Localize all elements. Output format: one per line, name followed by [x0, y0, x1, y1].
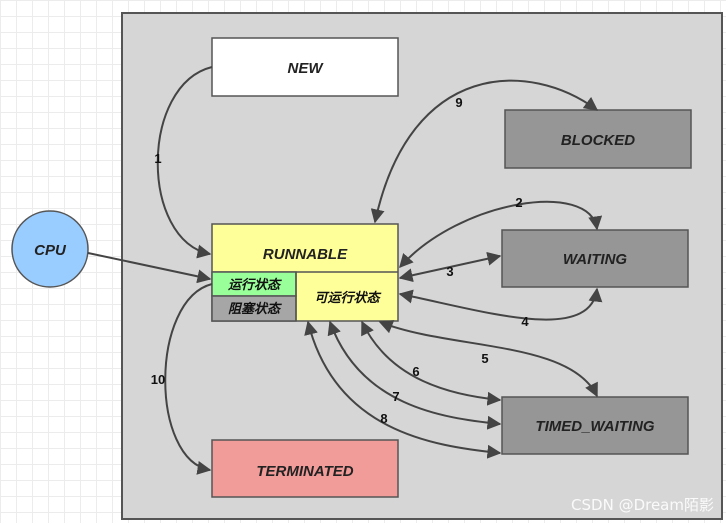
substate-ready-label: 可运行状态 [314, 290, 381, 306]
substate-ready[interactable]: 可运行状态 [295, 272, 381, 321]
edge-4-label: 4 [521, 314, 529, 329]
edge-4 [398, 287, 603, 321]
edge-1 [156, 66, 213, 259]
edge-6-label: 6 [412, 364, 419, 379]
edge-9-label: 9 [455, 95, 462, 110]
edge-9 [370, 79, 599, 224]
watermark: CSDN @Dream陌影 [571, 496, 714, 514]
state-new-label: NEW [288, 60, 325, 77]
cpu-label: CPU [34, 242, 67, 259]
substate-blocked[interactable]: 阻塞状态 [211, 295, 297, 322]
substate-running-label: 运行状态 [228, 277, 282, 293]
state-new[interactable]: NEW [211, 37, 399, 97]
substate-running[interactable]: 运行状态 [211, 271, 297, 297]
edge-8-label: 8 [380, 411, 387, 426]
edge-2-label: 2 [515, 195, 522, 210]
cpu-node[interactable]: CPU [11, 210, 89, 288]
substate-blocked-label: 阻塞状态 [228, 301, 282, 317]
state-waiting[interactable]: WAITING [501, 229, 689, 288]
edge-8 [304, 320, 502, 459]
edge-10 [164, 283, 213, 475]
state-blocked[interactable]: BLOCKED [504, 109, 692, 169]
state-runnable-label: RUNNABLE [263, 246, 348, 263]
state-blocked-label: BLOCKED [561, 132, 635, 149]
edge-5-label: 5 [481, 351, 488, 366]
state-timed-waiting[interactable]: TIMED_WAITING [501, 396, 689, 455]
edge-1-label: 1 [154, 151, 161, 166]
edge-7-label: 7 [392, 389, 399, 404]
edge-3 [398, 251, 502, 283]
state-terminated[interactable]: TERMINATED [211, 439, 399, 498]
edge-cpu-runnable [87, 252, 212, 284]
state-timed-waiting-label: TIMED_WAITING [535, 418, 654, 435]
state-waiting-label: WAITING [563, 251, 627, 268]
edge-10-label: 10 [151, 372, 165, 387]
state-terminated-label: TERMINATED [256, 463, 353, 480]
edge-2 [399, 200, 603, 269]
edge-3-label: 3 [446, 264, 453, 279]
